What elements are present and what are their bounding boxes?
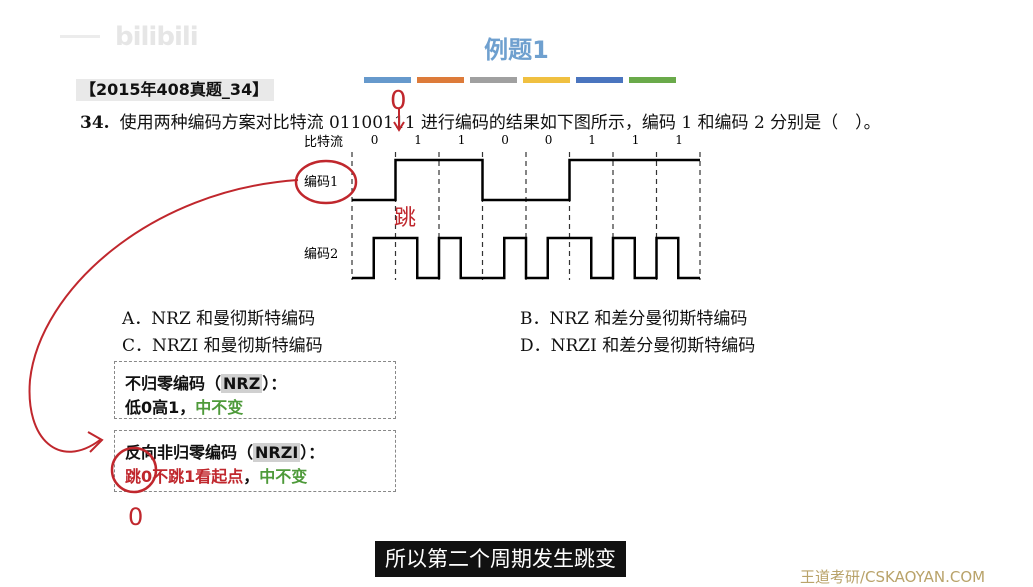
nrz-note-title: 不归零编码（NRZ）： xyxy=(125,370,286,394)
bit-label: 1 xyxy=(675,133,683,147)
color-bar-3 xyxy=(470,77,517,83)
nrz-desc-green: 中不变 xyxy=(195,398,244,417)
nrzi-note-desc: 跳0不跳1看起点，中不变 xyxy=(125,463,307,487)
annotation-circle-jump0 xyxy=(110,446,158,494)
nrz-desc: 低0高1， xyxy=(125,398,196,417)
nrzi-desc-green: 中不变 xyxy=(259,467,308,486)
annotation-arrowhead xyxy=(87,431,104,453)
option-c[interactable]: C．NRZI 和曼彻斯特编码 xyxy=(122,336,323,356)
encoding1-waveform xyxy=(352,158,700,202)
watermark-dash xyxy=(60,35,100,38)
annotation-jump: 跳 xyxy=(394,206,417,231)
color-bar-5 xyxy=(576,77,623,83)
option-d[interactable]: D．NRZI 和差分曼彻斯特编码 xyxy=(520,336,756,356)
question: 34. 使用两种编码方案对比特流 01100111 进行编码的结果如下图所示，编码… xyxy=(80,108,881,133)
bitstream-label: 比特流 xyxy=(304,135,343,150)
nrz-note-desc: 低0高1，中不变 xyxy=(125,394,243,418)
nrzi-suffix: ）： xyxy=(300,443,325,462)
annotation-zero-bottom: 0 xyxy=(128,503,144,531)
annotation-curve xyxy=(28,179,299,453)
option-a[interactable]: A．NRZ 和曼彻斯特编码 xyxy=(122,309,316,329)
bit-label: 1 xyxy=(458,133,466,147)
bit-label: 1 xyxy=(588,133,596,147)
bilibili-logo: bilibili xyxy=(115,22,199,52)
nrzi-note-title: 反向非归零编码（NRZI）： xyxy=(125,439,324,463)
color-bars xyxy=(364,77,676,83)
color-bar-6 xyxy=(629,77,676,83)
bit-label: 0 xyxy=(501,133,509,147)
nrz-key: NRZ xyxy=(221,374,263,393)
encoding2-waveform xyxy=(352,236,700,280)
bit-label: 0 xyxy=(545,133,553,147)
encoding1-label: 编码1 xyxy=(304,175,338,190)
nrzi-desc-red: 跳0不跳1看起点 xyxy=(125,467,244,486)
encoding2-label: 编码2 xyxy=(304,247,338,262)
nrzi-sep: ， xyxy=(243,467,260,486)
bit-label: 1 xyxy=(632,133,640,147)
slide-title: 例题1 xyxy=(484,36,549,64)
nrzi-key: NRZI xyxy=(253,443,301,462)
nrzi-prefix: 反向非归零编码（ xyxy=(125,443,254,462)
question-number: 34. xyxy=(80,113,110,133)
color-bar-2 xyxy=(417,77,464,83)
color-bar-1 xyxy=(364,77,411,83)
nrz-suffix: ）： xyxy=(262,374,287,393)
annotation-circle-encoding1 xyxy=(294,159,358,205)
nrz-note: 不归零编码（NRZ）： 低0高1，中不变 xyxy=(114,361,396,419)
bit-label: 1 xyxy=(414,133,422,147)
option-b[interactable]: B．NRZ 和差分曼彻斯特编码 xyxy=(520,309,748,329)
site-watermark: 王道考研/CSKAOYAN.COM xyxy=(800,568,986,586)
video-subtitle: 所以第二个周期发生跳变 xyxy=(375,541,626,577)
nrzi-note: 反向非归零编码（NRZI）： 跳0不跳1看起点，中不变 xyxy=(114,430,396,492)
annotation-arrow-down xyxy=(393,108,405,132)
color-bar-4 xyxy=(523,77,570,83)
nrz-prefix: 不归零编码（ xyxy=(125,374,222,393)
bit-label: 0 xyxy=(371,133,379,147)
exam-tag: 【2015年408真题_34】 xyxy=(76,79,274,101)
annotation-zero-top: 0 xyxy=(390,86,407,116)
question-text: 使用两种编码方案对比特流 01100111 进行编码的结果如下图所示，编码 1 … xyxy=(119,113,881,133)
